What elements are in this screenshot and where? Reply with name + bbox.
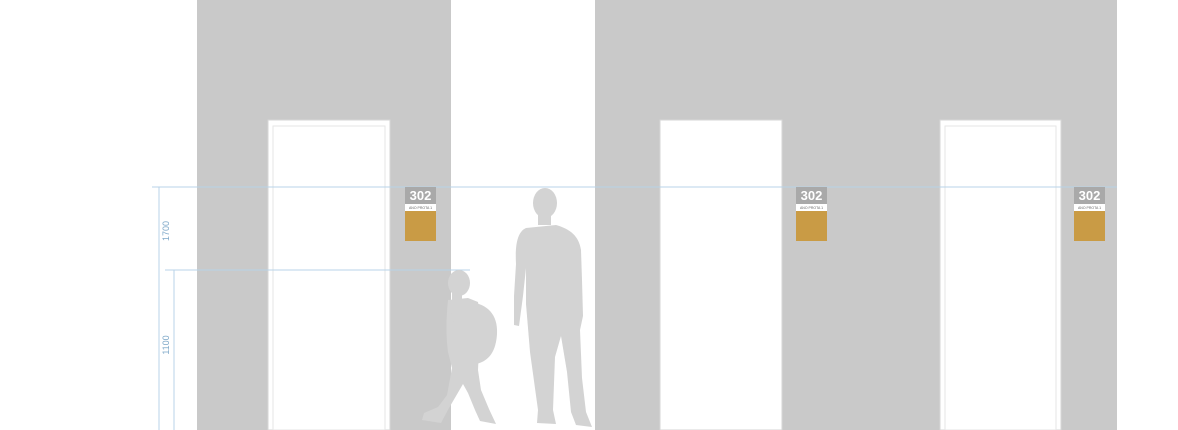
sign-subtitle: ANO PROTA 1 xyxy=(1078,206,1101,210)
sign-subtitle: ANO PROTA 1 xyxy=(409,206,432,210)
sign-room-number: 302 xyxy=(801,188,823,203)
dimension-lines xyxy=(152,186,1117,430)
sign-corkboard xyxy=(1074,211,1105,241)
sign-label-strip xyxy=(405,204,436,211)
sign-room-number: 302 xyxy=(1079,188,1101,203)
sign-header xyxy=(405,187,436,204)
adult-silhouette xyxy=(514,188,592,427)
door-1 xyxy=(267,119,391,430)
sign-header xyxy=(796,187,827,204)
sign-room-number: 302 xyxy=(410,188,432,203)
sign-label-strip xyxy=(796,204,827,211)
room-sign-3: 302 ANO PROTA 1 xyxy=(1074,187,1105,241)
sign-corkboard xyxy=(796,211,827,241)
sign-corkboard xyxy=(405,211,436,241)
sign-subtitle: ANO PROTA 1 xyxy=(800,206,823,210)
child-silhouette xyxy=(422,270,498,424)
sign-header xyxy=(1074,187,1105,204)
door-2 xyxy=(659,119,783,430)
sign-label-strip xyxy=(1074,204,1105,211)
room-sign-2: 302 ANO PROTA 1 xyxy=(796,187,827,241)
dimension-label-lower: 1100 xyxy=(161,335,171,354)
dimension-label-upper: 1700 xyxy=(161,221,171,241)
door-3 xyxy=(939,119,1062,430)
room-sign-1: 302 ANO PROTA 1 xyxy=(405,187,436,241)
